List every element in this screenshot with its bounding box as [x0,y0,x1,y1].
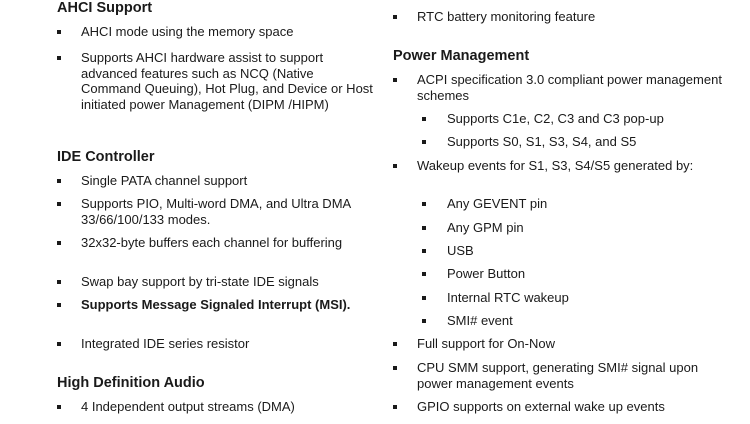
section-title-hda: High Definition Audio [57,375,205,391]
sub-list-item: Any GEVENT pin [393,196,723,212]
bullet-icon [393,405,397,409]
list-item: CPU SMM support, generating SMI# signal … [393,360,723,391]
bullet-icon [422,249,426,253]
sub-list-item: Any GPM pin [393,220,723,236]
list-item: Single PATA channel support [57,173,377,189]
sub-list-item: Supports C1e, C2, C3 and C3 pop-up [393,111,723,127]
bullet-icon [422,226,426,230]
bullet-icon [422,272,426,276]
sub-list-item: USB [393,243,723,259]
bullet-icon [57,30,61,34]
sub-list-item: Supports S0, S1, S3, S4, and S5 [393,134,723,150]
bullet-icon [57,56,61,60]
list-item: 4 Independent output streams (DMA) [57,399,377,415]
bullet-icon [57,280,61,284]
list-item: Integrated IDE series resistor [57,336,377,352]
section-title-power: Power Management [393,48,530,64]
list-item: AHCI mode using the memory space [57,24,377,40]
bullet-icon [393,164,397,168]
list-item: Supports AHCI hardware assist to support… [57,50,377,112]
bullet-icon [422,202,426,206]
bullet-icon [393,78,397,82]
list-item: ACPI specification 3.0 compliant power m… [393,72,723,103]
bullet-icon [393,15,397,19]
list-item: Wakeup events for S1, S3, S4/S5 generate… [393,158,723,174]
list-item: Full support for On-Now [393,336,723,352]
sub-list-item: SMI# event [393,313,723,329]
list-item: Supports PIO, Multi-word DMA, and Ultra … [57,196,377,227]
section-title-ide: IDE Controller [57,149,155,165]
list-item: 32x32-byte buffers each channel for buff… [57,235,377,251]
bullet-icon [57,303,61,307]
section-title-ahci: AHCI Support [57,0,153,16]
bullet-icon [422,117,426,121]
list-item: RTC battery monitoring feature [393,9,723,25]
sub-list-item: Power Button [393,266,723,282]
list-item: Supports Message Signaled Interrupt (MSI… [57,297,377,313]
bullet-icon [57,241,61,245]
bullet-icon [422,296,426,300]
bullet-icon [57,179,61,183]
bullet-icon [422,319,426,323]
bullet-icon [393,366,397,370]
bullet-icon [393,342,397,346]
bullet-icon [57,405,61,409]
list-item: GPIO supports on external wake up events [393,399,723,415]
sub-list-item: Internal RTC wakeup [393,290,723,306]
list-item: Swap bay support by tri-state IDE signal… [57,274,377,290]
bullet-icon [57,202,61,206]
bullet-icon [57,342,61,346]
bullet-icon [422,140,426,144]
